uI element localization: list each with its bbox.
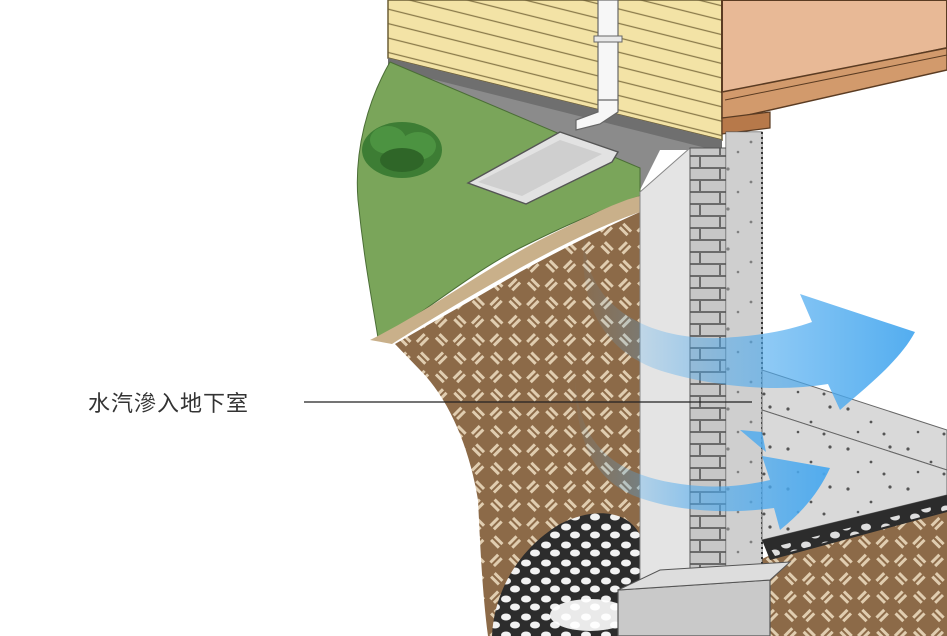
callout-label: 水汽滲入地下室: [88, 392, 250, 417]
basement-slab: [761, 369, 947, 560]
splash-block: [466, 131, 620, 205]
moisture-arrow-lower: [575, 380, 830, 530]
gravel-drain: [492, 513, 648, 636]
downspout: [575, 0, 623, 131]
footing: [617, 561, 792, 636]
shrub: [362, 122, 442, 178]
foundation-band: [388, 10, 722, 190]
moisture-arrows: [575, 230, 915, 530]
moisture-arrow-upper: [583, 230, 915, 410]
floor-framing: [721, 0, 947, 135]
